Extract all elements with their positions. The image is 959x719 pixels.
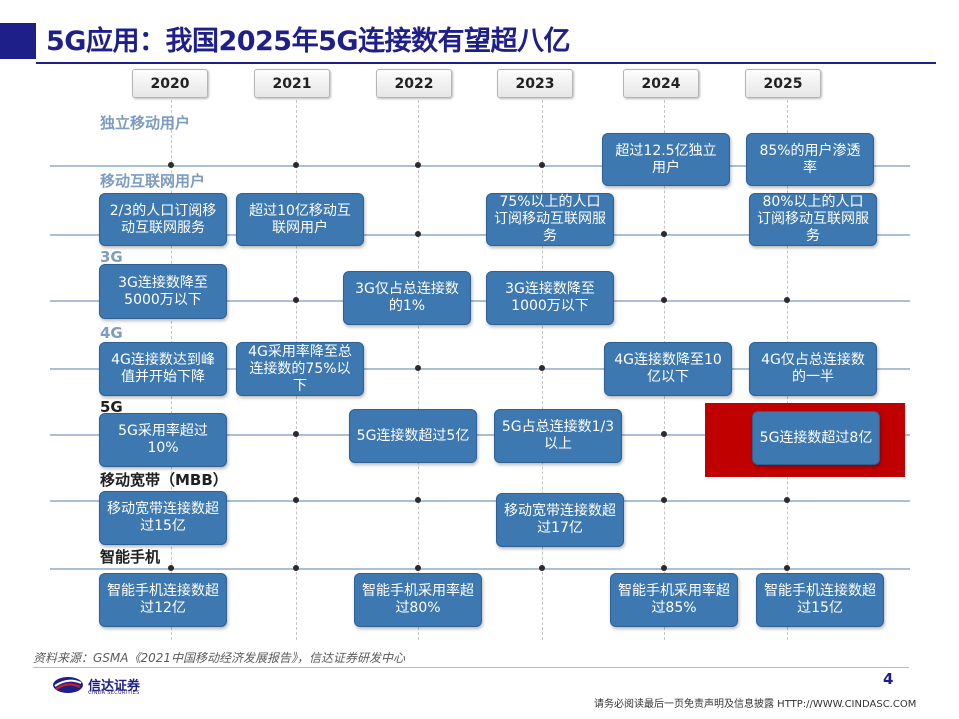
timeline-dot (784, 297, 790, 303)
timeline-dot (293, 497, 299, 503)
milestone-4g-2021: 4G采用率降至总连接数的75%以下 (236, 342, 364, 396)
year-2023: 2023 (497, 69, 573, 98)
milestone-smartphone-2020: 智能手机连接数超过12亿 (99, 573, 227, 627)
category-independent-mobile: 独立移动用户 (100, 114, 191, 132)
footer-divider (33, 667, 909, 668)
timeline-dot (293, 297, 299, 303)
milestone-independent-2024: 超过12.5亿独立用户 (602, 133, 730, 186)
milestone-mbb-2020: 移动宽带连接数超过15亿 (99, 491, 227, 545)
timeline-dot (415, 162, 421, 168)
title-underline (36, 62, 936, 64)
logo-text: 信达证券 (88, 679, 141, 694)
year-2024: 2024 (623, 69, 699, 98)
row-line-independent-mobile (50, 165, 910, 167)
timeline-dot (661, 231, 667, 237)
timeline-dot (539, 565, 545, 571)
category-smartphone: 智能手机 (100, 548, 161, 566)
year-2025: 2025 (745, 69, 821, 98)
timeline-dot (293, 565, 299, 571)
milestone-3g-2023: 3G连接数降至1000万以下 (486, 271, 614, 325)
category-5g: 5G (100, 398, 123, 416)
row-line-smartphone (50, 568, 910, 570)
timeline-dot (293, 162, 299, 168)
category-4g: 4G (100, 324, 123, 342)
milestone-4g-2020: 4G连接数达到峰值并开始下降 (99, 342, 227, 396)
milestone-3g-2020: 3G连接数降至5000万以下 (99, 264, 227, 319)
milestone-mobile-internet-2021: 超过10亿移动互联网用户 (236, 193, 364, 246)
timeline-dot (661, 565, 667, 571)
category-mbb: 移动宽带（MBB） (100, 471, 228, 489)
milestone-mobile-internet-2023: 75%以上的人口订阅移动互联网服务 (486, 193, 614, 246)
page-number: 4 (883, 670, 894, 688)
timeline-dot (168, 162, 174, 168)
row-line-mobile-internet (50, 234, 910, 236)
milestone-5g-2025: 5G连接数超过8亿 (752, 411, 880, 465)
cinda-logo-icon (53, 677, 83, 693)
milestone-independent-2025: 85%的用户渗透率 (746, 133, 874, 186)
milestone-mobile-internet-2025: 80%以上的人口订阅移动互联网服务 (749, 193, 877, 246)
timeline-dot (784, 565, 790, 571)
timeline-dot (415, 231, 421, 237)
timeline-dot (293, 431, 299, 437)
year-2020: 2020 (132, 69, 208, 98)
year-2022: 2022 (376, 69, 452, 98)
timeline-dot (661, 297, 667, 303)
milestone-4g-2025: 4G仅占总连接数的一半 (749, 342, 877, 396)
timeline-dot (168, 565, 174, 571)
timeline-dot (661, 497, 667, 503)
milestone-mbb-2023: 移动宽带连接数超过17亿 (496, 493, 624, 547)
milestone-smartphone-2022: 智能手机采用率超过80% (354, 573, 482, 627)
category-3g: 3G (100, 248, 123, 266)
category-mobile-internet: 移动互联网用户 (100, 172, 206, 190)
timeline-dot (661, 431, 667, 437)
milestone-3g-2022: 3G仅占总连接数的1% (343, 271, 471, 325)
row-line-4g (50, 368, 910, 370)
timeline-dot (415, 565, 421, 571)
milestone-5g-2022: 5G连接数超过5亿 (349, 409, 477, 463)
milestone-5g-2020: 5G采用率超过10% (99, 413, 227, 467)
disclaimer-link[interactable]: 请务必阅读最后一页免责声明及信息披露 HTTP://WWW.CINDASC.CO… (594, 699, 917, 710)
timeline-dot (539, 365, 545, 371)
title-accent-bar (0, 23, 36, 59)
timeline-dot (784, 497, 790, 503)
milestone-smartphone-2024: 智能手机采用率超过85% (610, 573, 738, 627)
source-note: 资料来源：GSMA《2021中国移动经济发展报告》，信达证券研发中心 (33, 651, 406, 665)
milestone-smartphone-2025: 智能手机连接数超过15亿 (756, 573, 884, 627)
timeline-dot (415, 365, 421, 371)
milestone-5g-2023: 5G占总连接数1/3以上 (494, 409, 622, 463)
year-2021: 2021 (254, 69, 330, 98)
milestone-mobile-internet-2020: 2/3的人口订阅移动互联网服务 (99, 193, 227, 246)
row-line-3g (50, 300, 910, 302)
row-line-5g (50, 434, 910, 436)
milestone-4g-2024: 4G连接数降至10亿以下 (604, 342, 732, 396)
logo-subtext: CINDA SECURITIES (88, 690, 140, 696)
page-title: 5G应用：我国2025年5G连接数有望超八亿 (46, 26, 571, 57)
timeline-dot (539, 162, 545, 168)
timeline-dot (415, 497, 421, 503)
row-line-mbb (50, 500, 910, 502)
